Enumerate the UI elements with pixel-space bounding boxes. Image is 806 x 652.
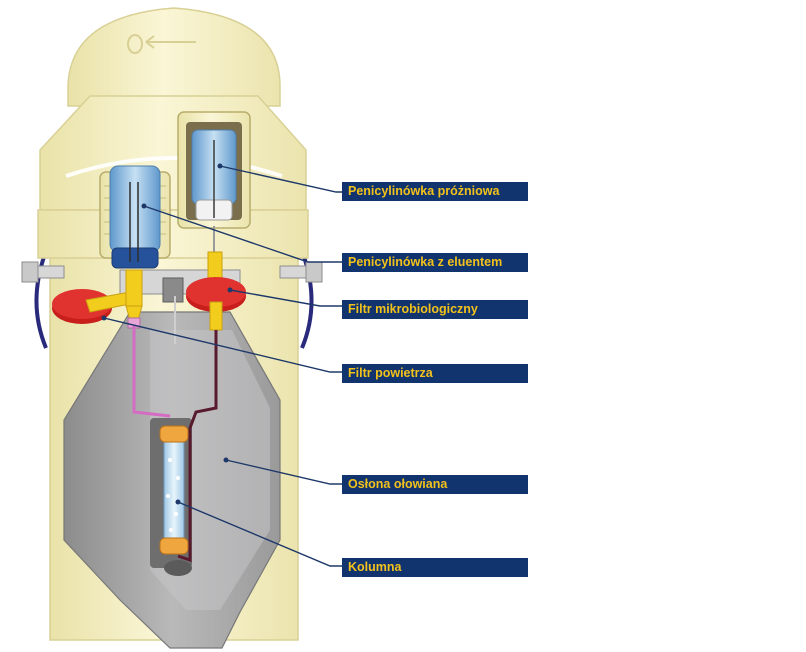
column [159, 425, 189, 555]
eluent-fitting [125, 269, 143, 329]
eluent-vial [109, 165, 161, 269]
label-vacuum-vial: Penicylinówka próżniowa [342, 182, 528, 201]
top-cap [67, 7, 281, 107]
left-bolt [21, 261, 65, 283]
label-lead-shield: Osłona ołowiana [342, 475, 528, 494]
label-column: Kolumna [342, 558, 528, 577]
label-eluent-vial: Penicylinówka z eluentem [342, 253, 528, 272]
vacuum-vial [191, 129, 237, 221]
callout-lines [103, 165, 342, 567]
shoulder-ring [39, 95, 307, 211]
rotate-arrow-icon [127, 34, 196, 54]
inlet-tubing [132, 326, 171, 418]
label-air-filter: Filtr powietrza [342, 364, 528, 383]
label-micro-filter: Filtr mikrobiologiczny [342, 300, 528, 319]
callout-dots [101, 163, 233, 505]
housing-collar [37, 209, 309, 259]
outlet-tubing [177, 330, 218, 563]
air-filter [52, 289, 131, 324]
left-handle [34, 245, 50, 349]
